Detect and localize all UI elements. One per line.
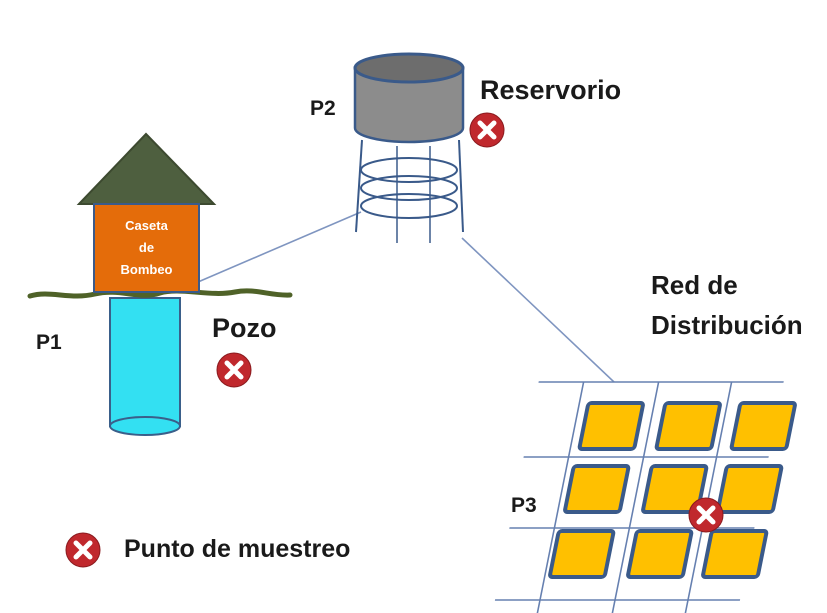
pipe-reservoir-to-network xyxy=(461,237,615,383)
reservoir-tank-body xyxy=(353,66,465,144)
distribution-network xyxy=(494,381,797,613)
block-6 xyxy=(716,464,784,514)
pump-house xyxy=(76,132,217,293)
block-1 xyxy=(577,401,645,451)
block-4 xyxy=(563,464,631,514)
well xyxy=(109,297,181,436)
sampling-point-x-icon xyxy=(66,533,100,567)
pump-house-label: Caseta de Bombeo xyxy=(94,206,199,290)
block-9 xyxy=(701,529,769,579)
pump-house-roof xyxy=(76,132,217,205)
label-red-de: Red de xyxy=(651,270,738,300)
pump-house-body xyxy=(93,203,200,293)
pump-house-label-line3: Bombeo xyxy=(120,262,173,277)
block-2 xyxy=(654,401,722,451)
label-reservorio: Reservorio xyxy=(480,75,622,105)
reservoir-tank-top xyxy=(353,52,465,84)
sampling-point-x-icon xyxy=(470,113,504,147)
sampling-point-x-icon xyxy=(217,353,251,387)
pipe-pump-to-reservoir xyxy=(197,211,362,283)
block-3 xyxy=(729,401,797,451)
label-pozo: Pozo xyxy=(212,313,277,343)
block-8 xyxy=(626,529,694,579)
label-p3: P3 xyxy=(511,494,537,517)
pump-house-label-line1: Caseta xyxy=(125,218,168,233)
ground-line xyxy=(27,288,293,299)
reservoir-tower xyxy=(353,52,465,243)
sampling-point-x-icon xyxy=(689,498,723,532)
block-5 xyxy=(641,464,709,514)
legend-label: Punto de muestreo xyxy=(124,535,351,563)
pump-house-label-line2: de xyxy=(138,240,155,255)
block-7 xyxy=(548,529,616,579)
label-distribucion: Distribución xyxy=(651,310,803,340)
label-p1: P1 xyxy=(36,331,62,354)
label-p2: P2 xyxy=(310,97,336,120)
